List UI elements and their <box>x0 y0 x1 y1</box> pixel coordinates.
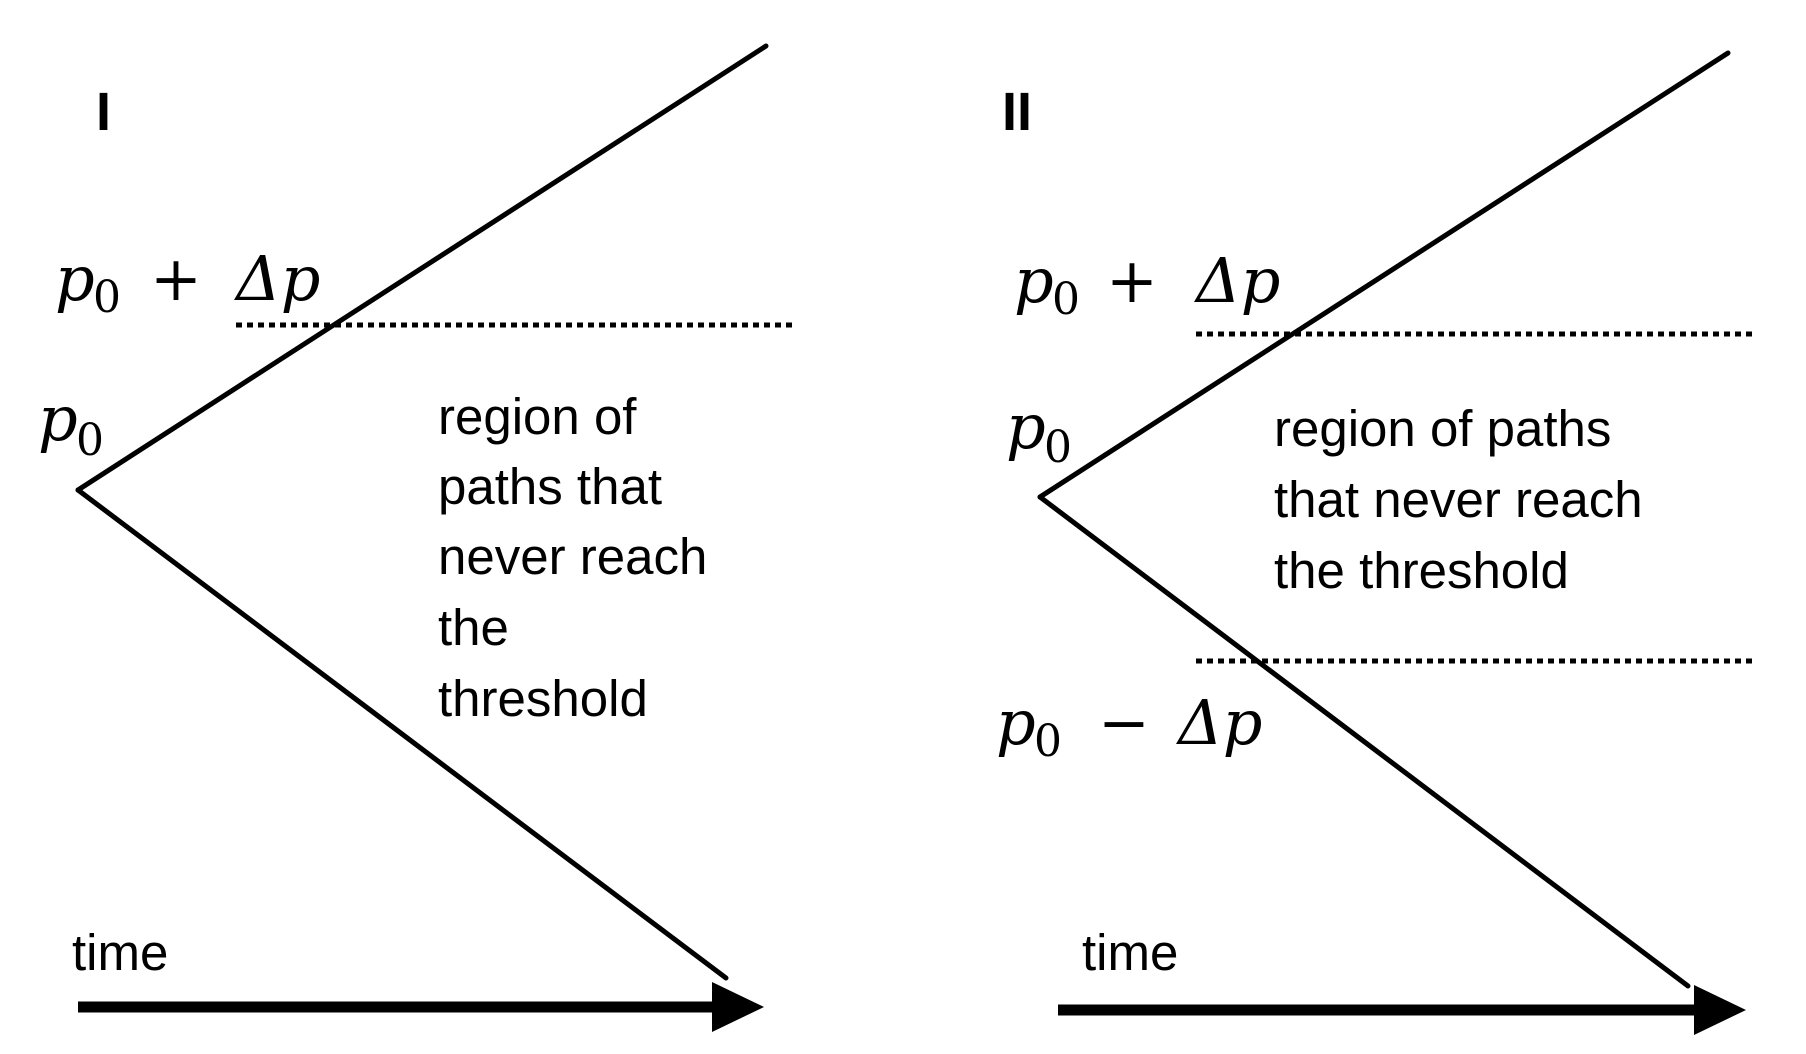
panel-two-upper-sub: 0 <box>1052 274 1080 325</box>
panel-two-label: II <box>1002 82 1032 142</box>
panel-two-lower-p: p <box>996 686 1036 759</box>
panel-one-lower-path-line <box>75 487 729 981</box>
panel-one-time-label: time <box>72 924 168 981</box>
panel-one: I p 0 + Δp p 0 region of paths that neve… <box>38 43 794 1032</box>
panel-two-start-label: p 0 <box>1006 390 1072 473</box>
panel-one-start-p: p <box>38 382 78 455</box>
panel-one-upper-path-line <box>75 43 769 493</box>
panel-one-start-sub: 0 <box>76 415 104 466</box>
panel-two-lower-sub: 0 <box>1034 716 1062 767</box>
panel-two-lower-delta: Δp <box>1176 686 1262 759</box>
panel-two-start-sub: 0 <box>1044 422 1072 473</box>
panel-two-upper-threshold-label: p 0 + Δp <box>1014 244 1280 325</box>
panel-two: II p 0 + Δp p 0 p 0 − Δp region of paths <box>996 50 1756 1035</box>
panel-one-upper-sub: 0 <box>93 272 121 323</box>
panel-two-upper-path-line <box>1037 50 1731 500</box>
panel-one-region-line-2: paths that <box>438 458 662 515</box>
panel-one-label: I <box>96 82 111 142</box>
panel-two-start-p: p <box>1006 390 1046 463</box>
panel-two-upper-op: + <box>1106 244 1158 317</box>
panel-one-region-line-1: region of <box>438 388 637 445</box>
panel-one-upper-delta: Δp <box>234 242 320 315</box>
panel-two-region-line-2: that never reach <box>1274 471 1643 528</box>
panel-two-time-label: time <box>1082 924 1178 981</box>
panel-one-region-line-3: never reach <box>438 528 707 585</box>
panel-two-lower-threshold-label: p 0 − Δp <box>996 686 1262 767</box>
panel-two-region-line-3: the threshold <box>1274 542 1569 599</box>
panel-two-region-text: region of paths that never reach the thr… <box>1274 400 1643 599</box>
panel-one-upper-p: p <box>55 242 95 315</box>
panel-two-upper-delta: Δp <box>1194 244 1280 317</box>
panel-one-region-line-4: the <box>438 599 509 656</box>
panel-one-upper-threshold-label: p 0 + Δp <box>55 242 320 323</box>
panel-one-start-label: p 0 <box>38 382 104 466</box>
panel-one-time-arrowhead <box>712 982 764 1032</box>
panel-two-lower-op: − <box>1098 686 1150 759</box>
panel-one-region-line-5: threshold <box>438 670 648 727</box>
panel-one-region-text: region of paths that never reach the thr… <box>438 388 707 727</box>
panel-two-lower-path-line <box>1037 494 1691 989</box>
panel-two-region-line-1: region of paths <box>1274 400 1611 457</box>
panel-two-upper-p: p <box>1014 244 1054 317</box>
panel-two-time-arrowhead <box>1694 985 1746 1035</box>
panel-one-upper-op: + <box>150 242 202 315</box>
